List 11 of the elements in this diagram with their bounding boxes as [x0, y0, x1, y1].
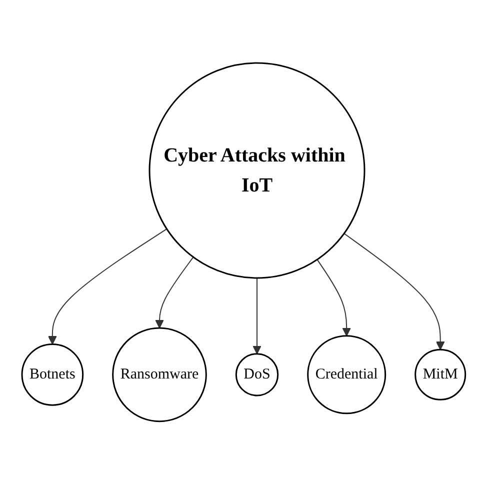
arrow	[48, 228, 168, 344]
node-circle: Credential	[307, 335, 386, 414]
arrow	[317, 258, 352, 336]
node-circle: Ransomware	[112, 327, 208, 422]
arrow	[155, 256, 194, 328]
node-circle: Botnets	[22, 343, 84, 406]
node-circle: MitM	[414, 348, 466, 400]
node-circle: DoS	[236, 352, 279, 396]
node-circle: Cyber Attacks within IoT	[149, 62, 366, 279]
arrow	[252, 277, 262, 354]
arrow	[344, 232, 446, 350]
